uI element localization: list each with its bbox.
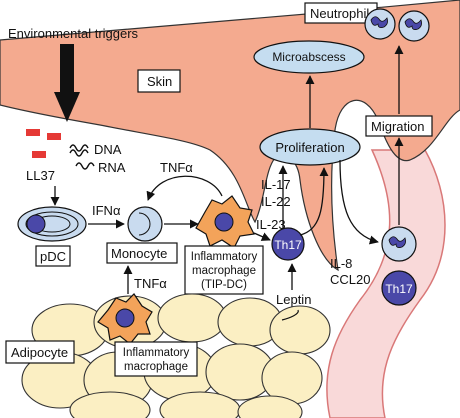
arrow-proliferation-to-vessel (339, 159, 379, 245)
pdc-label-box (35, 245, 71, 267)
tipdc-macrophage-cell (195, 195, 255, 249)
dna-squiggle-icon (69, 144, 89, 152)
proliferation-ellipse (259, 128, 361, 166)
monocyte-label-box (106, 242, 178, 264)
trigger-arrow-head (54, 92, 80, 122)
inflammatory-macrophage-line1: Inflammatory (123, 347, 190, 359)
neutrophil-cell (398, 10, 430, 42)
il22-label: IL-22 (261, 194, 291, 209)
il8-label: IL-8 (330, 256, 352, 271)
inflammatory-macrophage-cell (97, 293, 153, 345)
tipdc-label-box (184, 245, 264, 295)
ll37-fragment (26, 129, 40, 136)
skin-label-box (137, 69, 181, 93)
monocyte-label: Monocyte (111, 246, 167, 261)
ll37-fragment (47, 133, 61, 140)
rna-squiggle-icon (75, 162, 95, 170)
th17-cell (271, 227, 305, 261)
tnf-alpha-bottom-label: TNFα (134, 276, 167, 291)
tipdc-label-line2: macrophage (192, 265, 256, 277)
tnf-alpha-top-label: TNFα (160, 160, 193, 175)
pdc-cell (17, 206, 87, 242)
proliferation-label: Proliferation (275, 140, 344, 155)
il17-label: IL-17 (261, 177, 291, 192)
ccl20-label: CCL20 (330, 272, 370, 287)
skin-label: Skin (147, 74, 172, 89)
ifn-alpha-label: IFNα (92, 203, 121, 218)
dna-squiggle-icon (69, 149, 89, 157)
pdc-label: pDC (40, 249, 66, 264)
arrow-tipdc-to-th17 (253, 232, 271, 241)
migration-label-box (365, 115, 433, 137)
monocyte-cell (127, 206, 163, 242)
th17-label: Th17 (274, 238, 302, 252)
adipocyte-label: Adipocyte (11, 345, 68, 360)
leptin-label: Leptin (276, 292, 311, 307)
il23-label: IL-23 (256, 217, 286, 232)
microabscess-label: Microabscess (272, 50, 345, 64)
tipdc-label-line1: Inflammatory (191, 251, 258, 263)
rna-label: RNA (98, 160, 126, 175)
leptin-source-curve (281, 309, 299, 321)
migration-label: Migration (371, 119, 424, 134)
ll37-label: LL37 (26, 168, 55, 183)
arrow-tnf-feedback (146, 175, 223, 201)
trigger-arrow-shaft (60, 44, 74, 94)
vessel-th17-label: Th17 (385, 282, 413, 296)
vessel-neutrophil-cell (381, 226, 417, 262)
environmental-triggers-label: Environmental triggers (8, 26, 139, 41)
dna-label: DNA (94, 142, 122, 157)
tipdc-label-line3: (TIP-DC) (201, 279, 247, 291)
inflammatory-macrophage-line2: macrophage (124, 361, 188, 373)
microabscess-ellipse (253, 40, 365, 74)
adipocyte-label-box (5, 340, 75, 364)
vessel-th17-cell (381, 270, 417, 306)
arrow-th17-to-proliferation-right (299, 167, 329, 236)
inflammatory-macrophage-label-box (114, 341, 198, 377)
neutrophil-label: Neutrophil (310, 6, 369, 21)
ll37-fragment (32, 151, 46, 158)
neutrophil-cell (364, 8, 396, 40)
